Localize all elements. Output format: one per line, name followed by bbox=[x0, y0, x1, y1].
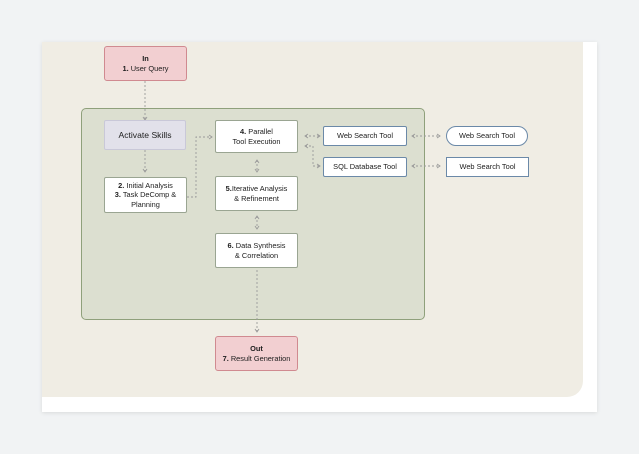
iterative-step-number: 5. bbox=[225, 184, 232, 194]
synthesis-line-1: 6. Data Synthesis bbox=[228, 241, 286, 250]
output-step-number: 7. bbox=[222, 353, 229, 363]
output-step-label: Result Generation bbox=[230, 353, 291, 363]
output-label: 7. Result Generation bbox=[223, 354, 291, 363]
synthesis-label-1: Data Synthesis bbox=[235, 241, 286, 251]
iterative-line-1: 5.Iterative Analysis bbox=[226, 184, 288, 193]
iterative-label-1: Iterative Analysis bbox=[231, 184, 288, 194]
analysis-planning-node[interactable]: 2. Initial Analysis 3. Task DeComp & Pla… bbox=[104, 177, 187, 213]
output-title: Out bbox=[250, 344, 263, 354]
input-node[interactable]: In 1. User Query bbox=[104, 46, 187, 81]
parallel-line-1: 4. Parallel bbox=[240, 127, 273, 136]
external-web-search-node[interactable]: Web Search Tool bbox=[446, 126, 528, 146]
web-search-tool-label: Web Search Tool bbox=[336, 131, 393, 141]
external-search-node[interactable]: Web Search Tool bbox=[446, 157, 529, 177]
synthesis-label-2: & Correlation bbox=[234, 250, 279, 260]
analysis-line-2: 3. Task DeComp & bbox=[115, 190, 177, 199]
analysis-step-number: 2. bbox=[118, 181, 125, 191]
external-search-label: Web Search Tool bbox=[459, 162, 516, 172]
output-node[interactable]: Out 7. Result Generation bbox=[215, 336, 298, 371]
parallel-step-number: 4. bbox=[240, 127, 247, 137]
data-synthesis-node[interactable]: 6. Data Synthesis & Correlation bbox=[215, 233, 298, 268]
input-step-number: 1. bbox=[122, 63, 129, 73]
sql-database-tool-node[interactable]: SQL Database Tool bbox=[323, 157, 407, 177]
external-web-search-label: Web Search Tool bbox=[458, 131, 515, 141]
analysis-step-label: Initial Analysis bbox=[126, 181, 173, 191]
activate-skills-node[interactable]: Activate Skills bbox=[104, 120, 186, 150]
decomp-step-label: Task DeComp & bbox=[122, 190, 177, 200]
parallel-execution-node[interactable]: 4. Parallel Tool Execution bbox=[215, 120, 298, 153]
input-title: In bbox=[142, 54, 149, 64]
input-step-label: User Query bbox=[130, 63, 169, 73]
analysis-line-1: 2. Initial Analysis bbox=[118, 181, 173, 190]
iterative-analysis-node[interactable]: 5.Iterative Analysis & Refinement bbox=[215, 176, 298, 211]
analysis-line-3: Planning bbox=[131, 199, 160, 209]
activate-skills-label: Activate Skills bbox=[118, 129, 172, 140]
parallel-label-1: Parallel bbox=[248, 127, 273, 137]
parallel-label-2: Tool Execution bbox=[232, 136, 281, 146]
sql-database-tool-label: SQL Database Tool bbox=[333, 162, 397, 172]
input-label: 1. User Query bbox=[122, 64, 168, 73]
web-search-tool-node[interactable]: Web Search Tool bbox=[323, 126, 407, 146]
iterative-label-2: & Refinement bbox=[234, 193, 279, 203]
decomp-step-number: 3. bbox=[114, 190, 121, 200]
synthesis-step-number: 6. bbox=[227, 241, 234, 251]
